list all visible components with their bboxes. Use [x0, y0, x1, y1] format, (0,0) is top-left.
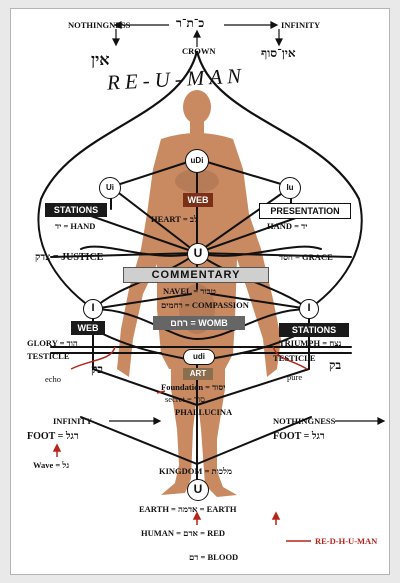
wave-label: Wave = גל — [33, 461, 69, 470]
blood-label: דם = BLOOD — [189, 553, 238, 562]
womb-box: רחם = WOMB — [153, 316, 245, 330]
foundation-label: Foundation = יסוד — [161, 383, 225, 392]
testicle-right-label: TESTICLE — [273, 354, 316, 363]
u-bottom-node: U — [187, 479, 209, 501]
nothingness-label: NOTHINGNESS — [68, 21, 130, 30]
ui-node: Ui — [99, 177, 121, 199]
udi-small-node: udi — [183, 349, 215, 365]
foot-left-label: FOOT = רגל — [27, 432, 79, 442]
hebrew-left-small-label: בק — [91, 363, 103, 375]
red-human-label: RE-D-H-U-MAN — [315, 537, 377, 546]
stations-left-box: STATIONS — [45, 203, 107, 217]
echo-label: echo — [45, 375, 61, 384]
pure-label: pure — [287, 373, 302, 382]
heart-label: HEART = לב — [151, 215, 198, 224]
foot-right-label: FOOT = רגל — [273, 432, 325, 442]
infinity-label: INFINITY — [281, 21, 320, 30]
art-box: ART — [183, 368, 213, 380]
i-left-node: I — [83, 299, 103, 319]
web-left-box: WEB — [71, 321, 105, 335]
stations-right-box: STATIONS — [279, 323, 349, 337]
web-top-box: WEB — [183, 193, 213, 207]
infinity-left-label: INFINITY — [53, 417, 92, 426]
phallucina-label: PHALLUCINA — [175, 408, 232, 417]
ayin-sof-hebrew-label: אין־סוף — [261, 47, 296, 59]
glory-label: GLORY = הוד — [27, 339, 78, 348]
commentary-box: COMMENTARY — [123, 267, 269, 283]
kingdom-label: KINGDOM = מלכות — [159, 467, 232, 476]
secret-label: secret = סוד — [165, 395, 205, 404]
u-center-node: U — [187, 243, 209, 265]
testicle-left-label: TESTICLE — [27, 352, 70, 361]
triumph-label: TRIUMPH = נצח — [279, 339, 341, 348]
crown-hebrew-label: כ־ת־ר — [176, 17, 204, 29]
navel-label: NAVEL = טבור — [163, 287, 216, 296]
presentation-box: PRESENTATION — [259, 203, 351, 219]
hand-right-label: HAND = יד — [267, 222, 307, 231]
grace-label: חסד = GRACE — [279, 253, 333, 262]
udi-node: uDi — [185, 149, 209, 173]
justice-label: צדק = JUSTICE — [35, 253, 103, 263]
crown-label: CROWN — [182, 47, 216, 56]
ayin-hebrew-label: אין — [91, 53, 110, 69]
iu-node: Iu — [279, 177, 301, 199]
i-right-node: I — [299, 299, 319, 319]
compassion-label: רחמים = COMPASSION — [161, 301, 249, 310]
human-label: HUMAN = אדם = RED — [141, 529, 225, 538]
hand-left-label: יד = HAND — [55, 222, 95, 231]
earth-label: EARTH = אדמה = EARTH — [139, 505, 237, 514]
hebrew-right-small-label: בק — [329, 359, 341, 371]
nothingness-right-label: NOTHINGNESS — [273, 417, 335, 426]
diagram-frame: NOTHINGNESS כ־ת־ר INFINITY CROWN אין־סוף… — [10, 8, 390, 575]
